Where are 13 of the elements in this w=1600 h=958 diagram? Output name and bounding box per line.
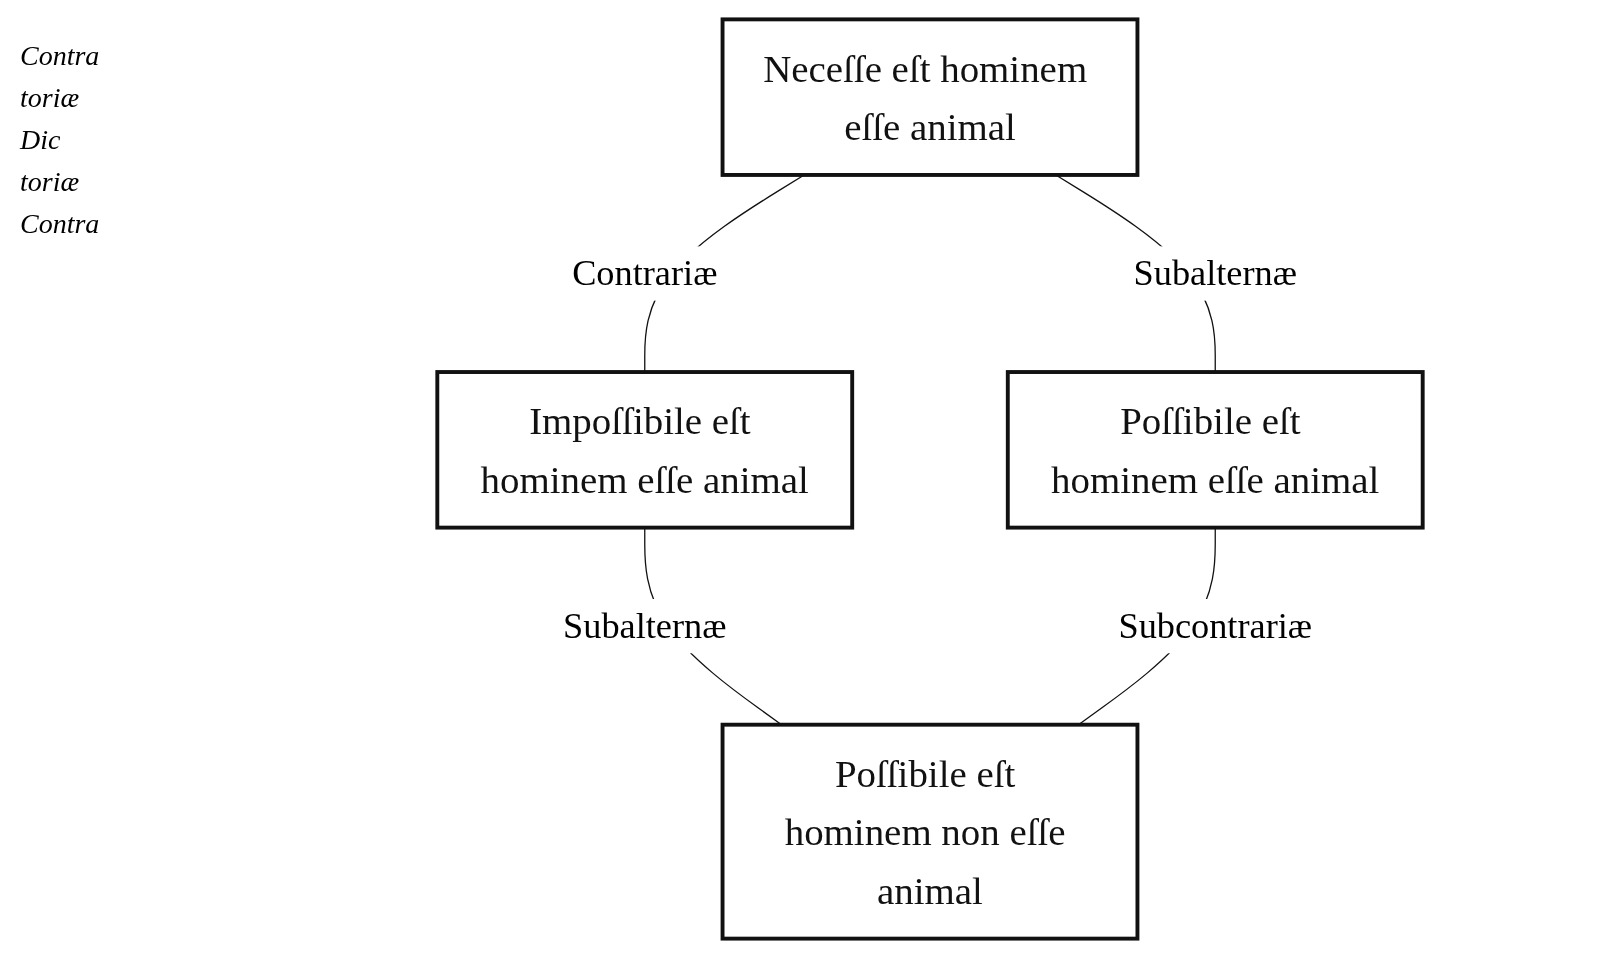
edge-label: Subcontrariæ bbox=[1118, 605, 1313, 646]
diagonal-label: Contra bbox=[20, 208, 101, 240]
edge-label: Subalternæ bbox=[563, 605, 727, 646]
edge-label: Subalternæ bbox=[1133, 252, 1297, 293]
diagonal-label: toriæ bbox=[20, 82, 81, 114]
diagonal-label: toriæ bbox=[20, 166, 81, 198]
node-box: Impoſſibile eſt hominem eſſe animal bbox=[435, 370, 855, 530]
diagonal-label: Dic bbox=[20, 124, 62, 156]
diagonal-label: Contra bbox=[20, 40, 101, 72]
node-box: Neceſſe eſt hominem eſſe animal bbox=[720, 17, 1140, 177]
node-box: Poſſibile eſt hominem eſſe animal bbox=[1005, 370, 1425, 530]
node-box: Poſſibile eſt hominem non eſſe animal bbox=[720, 722, 1140, 941]
edge-label: Contrariæ bbox=[572, 252, 718, 293]
